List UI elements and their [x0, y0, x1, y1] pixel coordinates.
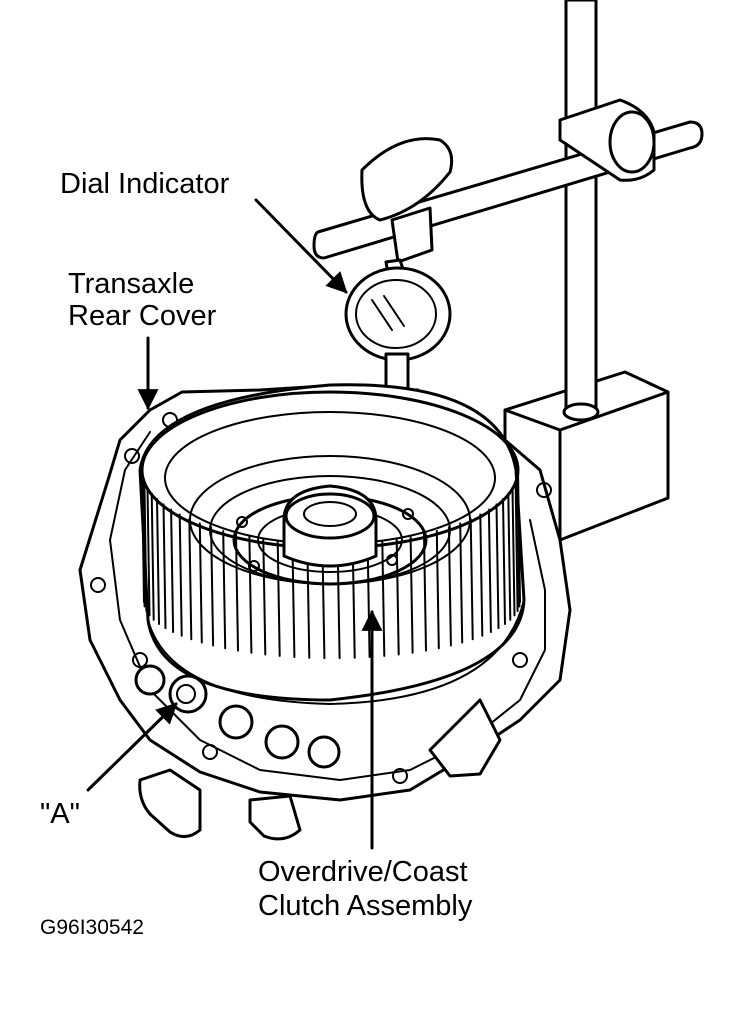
leader-lines — [86, 198, 383, 850]
spline-tooth — [469, 518, 474, 641]
point-a-bolts — [134, 664, 341, 769]
rear-cover-label-line2: Rear Cover — [68, 300, 217, 332]
spline-tooth — [502, 498, 506, 625]
spline-tooth — [210, 526, 215, 647]
spline-tooth — [507, 492, 512, 621]
spline-tooth — [146, 486, 151, 617]
rear-cover-label-line1: Transaxle — [68, 268, 195, 300]
spline-tooth — [248, 535, 253, 654]
spline-tooth — [381, 540, 386, 657]
clutch-hub — [189, 455, 471, 586]
spline-tooth — [366, 541, 371, 658]
spline-tooth — [514, 480, 519, 612]
spline-tooth — [141, 475, 146, 608]
clutch-assembly-label-line2: Clutch Assembly — [258, 890, 473, 922]
spline-tooth — [479, 513, 484, 637]
clamp-knob — [360, 137, 454, 264]
point-a-leader — [86, 702, 178, 792]
spline-tooth — [150, 492, 155, 621]
spline-tooth — [517, 469, 521, 603]
figure-id: G96I30542 — [40, 916, 144, 939]
dial-indicator-leader — [254, 198, 348, 294]
stand-post — [562, 0, 600, 422]
spline-tooth — [487, 508, 492, 633]
spline-tooth — [143, 480, 148, 612]
spline-tooth — [409, 535, 414, 654]
spline-tooth — [423, 533, 427, 652]
spline-tooth — [495, 503, 500, 630]
spline-tooth — [511, 486, 516, 617]
spline-tooth — [276, 540, 281, 657]
spline-tooth — [447, 526, 452, 647]
spline-tooth — [188, 518, 193, 641]
spline-tooth — [235, 533, 239, 652]
point-a-label: "A" — [40, 798, 80, 830]
spline-tooth — [162, 503, 167, 630]
clutch-assembly-label-line1: Overdrive/Coast — [258, 856, 468, 888]
spline-tooth — [222, 530, 227, 650]
spline-tooth — [291, 541, 296, 658]
dial-indicator-label: Dial Indicator — [60, 168, 230, 200]
spline-tooth — [170, 508, 175, 633]
spline-tooth — [178, 513, 183, 637]
spline-tooth — [156, 498, 160, 625]
spline-tooth — [262, 538, 267, 656]
spline-tooth — [435, 530, 440, 650]
mounting-lugs — [138, 698, 502, 841]
